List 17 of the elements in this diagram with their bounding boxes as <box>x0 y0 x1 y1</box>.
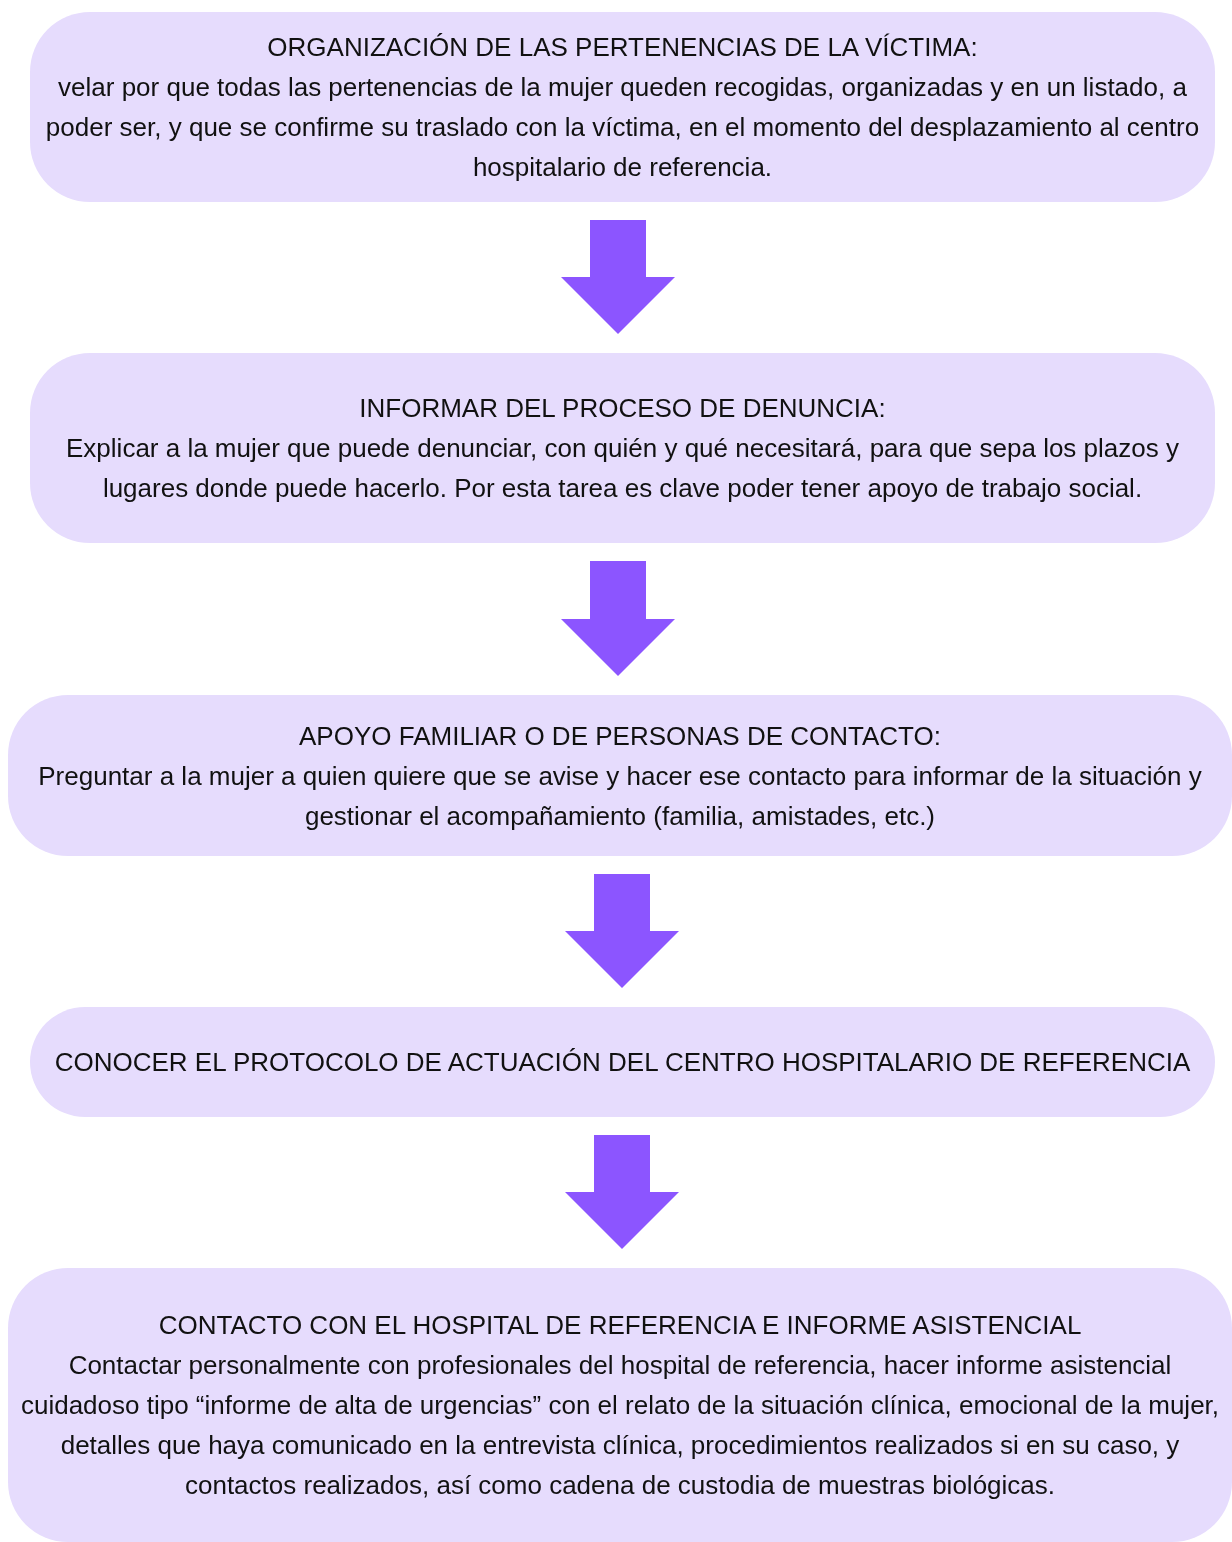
step-heading: APOYO FAMILIAR O DE PERSONAS DE CONTACTO: <box>299 719 941 753</box>
step-box <box>30 353 1215 543</box>
block-arrow <box>565 874 679 988</box>
step-heading: CONOCER EL PROTOCOLO DE ACTUACIÓN DEL CENTRO HOSPITALARIO DE REFERENCIA <box>54 1046 1191 1079</box>
block-arrow <box>561 220 675 334</box>
step-box <box>8 1268 1232 1542</box>
block-arrow <box>561 561 675 676</box>
step-box <box>8 695 1232 856</box>
step-heading: INFORMAR DEL PROCESO DE DENUNCIA: <box>359 392 886 425</box>
step-description: velar por que todas las pertenencias de la mujer queden recogidas, organizadas y en un listado, a poder ser, y que se confirme su traslado con la víctima, en el momento del desplazamiento al centro hospitalario de referencia. <box>44 71 1201 184</box>
step-box <box>30 12 1215 202</box>
step-heading: ORGANIZACIÓN DE LAS PERTENENCIAS DE LA VÍCTIMA: <box>267 31 978 64</box>
step-description: Preguntar a la mujer a quien quiere que se avise y hacer ese contacto para informar de la situación y gestionar el acompañamiento (familia, amistades, etc.) <box>37 759 1203 833</box>
step-description: Contactar personalmente con profesionales del hospital de referencia, hacer informe asistencial cuidadoso tipo “informe de alta de urgencias” con el relato de la situación clínica, emocional de la mujer, detalles que haya comunicado en la entrevista clínica, procedimientos realizados si en su caso, y contactos realizados, así como cadena de custodia de muestras biológicas. <box>19 1349 1221 1502</box>
step-heading: CONTACTO CON EL HOSPITAL DE REFERENCIA E INFORME ASISTENCIAL <box>158 1309 1082 1342</box>
block-arrow <box>565 1135 679 1249</box>
step-description: Explicar a la mujer que puede denunciar, con quién y qué necesitará, para que sepa los plazos y lugares donde puede hacerlo. Por esta tarea es clave poder tener apoyo de trabajo social. <box>65 432 1180 505</box>
